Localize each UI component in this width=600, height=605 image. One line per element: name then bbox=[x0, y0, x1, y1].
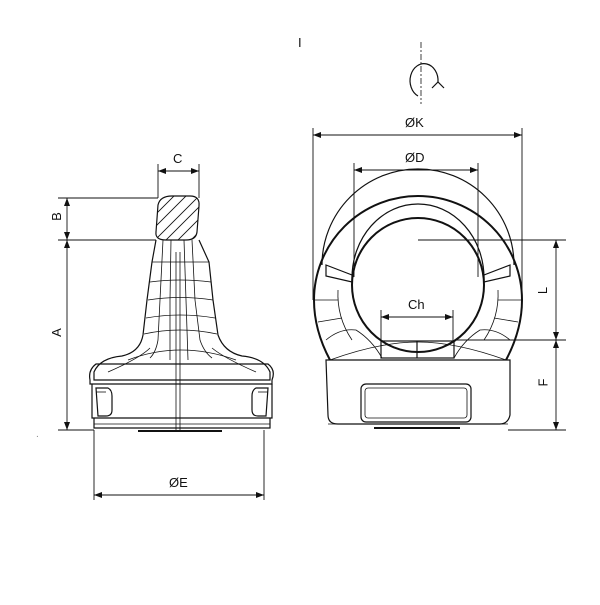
label-a: A bbox=[48, 328, 64, 337]
label-c: C bbox=[173, 151, 183, 166]
dimension-b bbox=[58, 197, 158, 241]
dimension-ch bbox=[380, 310, 454, 341]
dimension-a bbox=[58, 240, 94, 431]
label-l: L bbox=[535, 286, 551, 295]
title-mark: I bbox=[298, 35, 302, 50]
label-ch: Ch bbox=[408, 297, 425, 312]
dimension-k bbox=[312, 128, 523, 300]
label-b: B bbox=[48, 212, 64, 221]
label-e: ØE bbox=[169, 475, 188, 490]
label-d: ØD bbox=[405, 150, 425, 165]
dimension-e bbox=[93, 430, 265, 500]
side-view bbox=[58, 164, 274, 500]
label-k: ØK bbox=[405, 115, 424, 130]
stray-mark: . bbox=[36, 429, 39, 440]
front-view bbox=[312, 42, 566, 431]
label-f: F bbox=[535, 378, 551, 387]
dimension-l bbox=[418, 239, 566, 341]
cross-section-hatch bbox=[155, 195, 200, 241]
rotation-arrow-icon bbox=[409, 42, 445, 104]
dimension-f bbox=[508, 340, 566, 431]
dimension-c bbox=[157, 164, 200, 198]
dimension-d bbox=[353, 163, 479, 277]
